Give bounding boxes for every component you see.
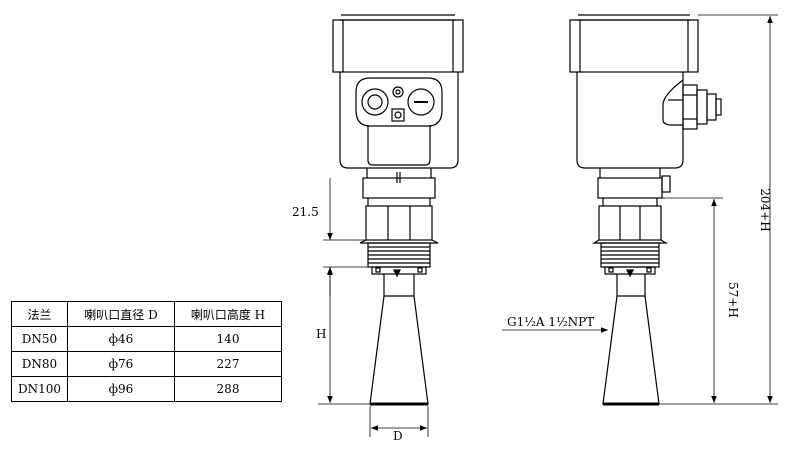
side-housing-cap: [569, 14, 699, 73]
front-housing-body: [339, 72, 459, 169]
table-cell: DN100: [11, 376, 68, 402]
dim-side-lower-label: 57+H: [726, 282, 740, 318]
front-button-panel: [355, 77, 443, 127]
front-horn-antenna: [369, 274, 429, 406]
minus-button-icon: [407, 88, 435, 116]
side-horn-antenna: [602, 274, 660, 406]
dim-horn-diameter-label: D: [393, 429, 403, 443]
table-header-cell: 喇叭口直径 D: [67, 301, 175, 327]
dim-flange-gap-label: 21.5: [292, 205, 319, 219]
dim-horn-height-label: H: [316, 327, 326, 341]
front-housing-cap: [332, 14, 464, 73]
table-cell: ф96: [67, 376, 175, 402]
table-cell: 227: [174, 351, 282, 377]
front-neck: [362, 168, 436, 206]
table-cell: 140: [174, 326, 282, 352]
front-dimensions: [318, 178, 429, 437]
side-neck: [597, 168, 671, 206]
table-cell: DN80: [11, 351, 68, 377]
table-row: DN100 ф96 288: [11, 376, 282, 402]
table-row: DN80 ф76 227: [11, 351, 282, 377]
table-cell: 288: [174, 376, 282, 402]
small-dot-icon: [392, 86, 404, 98]
front-view: [332, 14, 464, 406]
front-hex-nut: [359, 205, 439, 244]
side-cable-gland: [682, 84, 722, 130]
side-view: [569, 14, 722, 406]
side-hex-nut: [591, 205, 669, 244]
side-thread: [600, 242, 660, 278]
front-thread: [367, 242, 431, 278]
table-header-row: 法兰 喇叭口直径 D 喇叭口高度 H: [11, 301, 282, 327]
table-cell: DN50: [11, 326, 68, 352]
table-header-cell: 喇叭口高度 H: [174, 301, 282, 327]
table-header-cell: 法兰: [11, 301, 68, 327]
square-button-icon: [391, 108, 405, 122]
table-row: DN50 ф46 140: [11, 326, 282, 352]
dim-thread-label: G1½A 1½NPT: [507, 315, 594, 329]
spec-table: 法兰 喇叭口直径 D 喇叭口高度 H DN50 ф46 140 DN80 ф76…: [11, 301, 282, 402]
table-cell: ф76: [67, 351, 175, 377]
side-dimensions: [502, 14, 778, 405]
dim-side-total-label: 204+H: [758, 188, 772, 231]
round-button-icon: [361, 88, 389, 116]
side-housing-body: [576, 72, 684, 169]
table-cell: ф46: [67, 326, 175, 352]
